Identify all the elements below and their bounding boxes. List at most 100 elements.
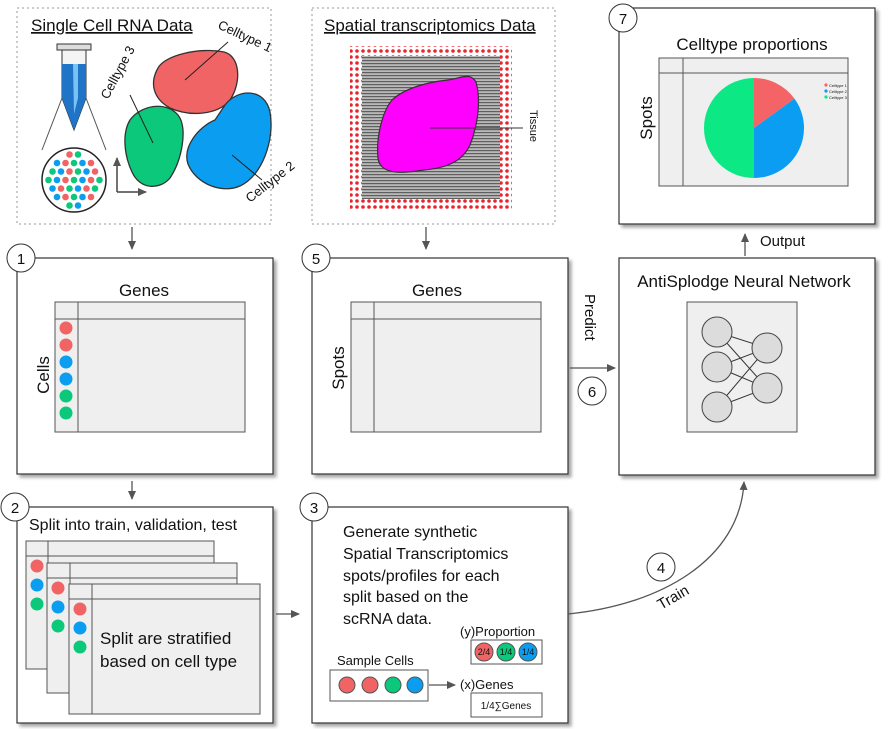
sample-dot [70, 159, 78, 167]
axes-arrows-icon [113, 157, 147, 196]
sample-dot [74, 151, 82, 158]
box7-spots-label: Spots [637, 96, 656, 139]
step-number-6: 6 [588, 384, 596, 401]
sample-dot [49, 168, 56, 175]
box3-text-line: Generate synthetic [343, 524, 477, 541]
proportion-green [496, 642, 516, 662]
sample-cell-red [361, 676, 379, 694]
sample-dot [70, 176, 78, 184]
predict-label: Predict [581, 294, 598, 342]
box1-genes-header: Genes [119, 281, 169, 300]
pie-legend: Celltype 1 Celltype 2 Celltype 3 [824, 83, 848, 100]
box7-proportions: 7 Celltype proportions Spots Celltype 1 … [608, 3, 876, 225]
proportion-blue [518, 642, 538, 662]
nn-output-node [751, 332, 783, 364]
split-cell-dot [51, 581, 65, 595]
step-number-2: 2 [11, 500, 19, 517]
box5-genes-header: Genes [412, 281, 462, 300]
cell-dot [59, 321, 73, 335]
sample-dot [79, 159, 86, 167]
split-cell-dot [51, 619, 65, 633]
cell-dot [59, 389, 73, 403]
tissue-shape [377, 75, 480, 173]
celltype3-label: Celltype 3 [97, 43, 137, 101]
cell-dot [59, 338, 73, 352]
sample-dot [87, 159, 95, 167]
celltype-pie-chart [704, 78, 804, 178]
cell-dot [59, 372, 73, 386]
split-cell-dot [30, 559, 44, 573]
sample-dot [53, 176, 61, 184]
box3-synthetic: 3 Generate synthetic Spatial Transcripto… [299, 492, 569, 724]
split-sheet-front [68, 583, 261, 715]
box2-split: 2 Split into train, validation, test Spl… [0, 492, 274, 724]
output-label: Output [760, 233, 806, 250]
split-cell-dot [30, 597, 44, 611]
box3-text-line: split based on the [343, 589, 469, 606]
split-cell-dots [30, 559, 87, 654]
box2-title: Split into train, validation, test [29, 517, 238, 534]
pie-slice-celltype3 [704, 78, 754, 178]
celltype3-cluster [124, 105, 184, 187]
cell-dot [59, 355, 73, 369]
box1-cells-label: Cells [34, 356, 53, 394]
nn-input-node [701, 391, 733, 423]
single-cell-title: Single Cell RNA Data [31, 16, 193, 35]
sample-dot [53, 159, 61, 167]
sample-dot [62, 159, 69, 167]
sample-dot [62, 176, 69, 184]
sample-dot [49, 185, 56, 192]
sample-dot [91, 168, 99, 175]
pie-slice-celltype1 [754, 78, 795, 128]
step-number-4: 4 [657, 560, 665, 577]
step-number-3: 3 [310, 500, 318, 517]
sample-cell-green [384, 676, 402, 694]
sample-dot [62, 193, 69, 201]
genes-box [470, 692, 543, 718]
celltype1-label: Celltype 1 [216, 17, 275, 55]
box5-spots-genes: 5 Genes Spots [301, 243, 569, 475]
box7-title: Celltype proportions [676, 35, 827, 54]
neural-network-box: AntiSplodge Neural Network [618, 257, 876, 476]
celltype2-cluster [186, 92, 272, 190]
box1-cell-dots [59, 321, 73, 420]
split-cell-dot [73, 640, 87, 654]
box1-cells-genes: 1 Genes Cells [6, 243, 274, 475]
pie-slice-celltype2 [754, 98, 804, 178]
nn-title: AntiSplodge Neural Network [637, 272, 851, 291]
split-cell-dot [30, 578, 44, 592]
spatial-panel: Spatial transcriptomics Data Tissue [311, 7, 556, 225]
step-number-1: 1 [17, 251, 25, 268]
split-cell-dot [73, 621, 87, 635]
sample-dot [83, 168, 90, 175]
sample-dot [83, 185, 90, 192]
tissue-label: Tissue [527, 110, 539, 142]
sample-dot [66, 185, 73, 192]
spatial-title: Spatial transcriptomics Data [324, 16, 536, 35]
sample-dot [74, 168, 82, 175]
nn-input-node [701, 351, 733, 383]
train-arrow [567, 481, 748, 615]
proportion-label: (y)Proportion [460, 624, 535, 639]
sample-cell-red [338, 676, 356, 694]
cell-dot [59, 406, 73, 420]
single-cell-panel: Single Cell RNA Data Celltype 1 Celltype… [16, 7, 297, 225]
box5-spots-label: Spots [329, 346, 348, 389]
sample-dot [66, 151, 73, 158]
step-number-5: 5 [312, 251, 320, 268]
split-cell-dot [73, 602, 87, 616]
split-cell-dot [51, 600, 65, 614]
proportion-value: 2/4 [478, 647, 491, 657]
spatial-dashed-frame [311, 7, 556, 225]
legend-entry: Celltype 3 [829, 95, 848, 100]
sample-dot [70, 193, 78, 201]
train-label: Train [655, 582, 693, 614]
box2-note-line1: Split are stratified [100, 629, 231, 648]
sample-cells-label: Sample Cells [337, 653, 414, 668]
sample-dot [87, 193, 95, 201]
sample-dot [87, 176, 95, 184]
test-tube-icon [41, 43, 107, 151]
sample-dot [57, 185, 65, 192]
proportion-value: 1/4 [500, 647, 513, 657]
